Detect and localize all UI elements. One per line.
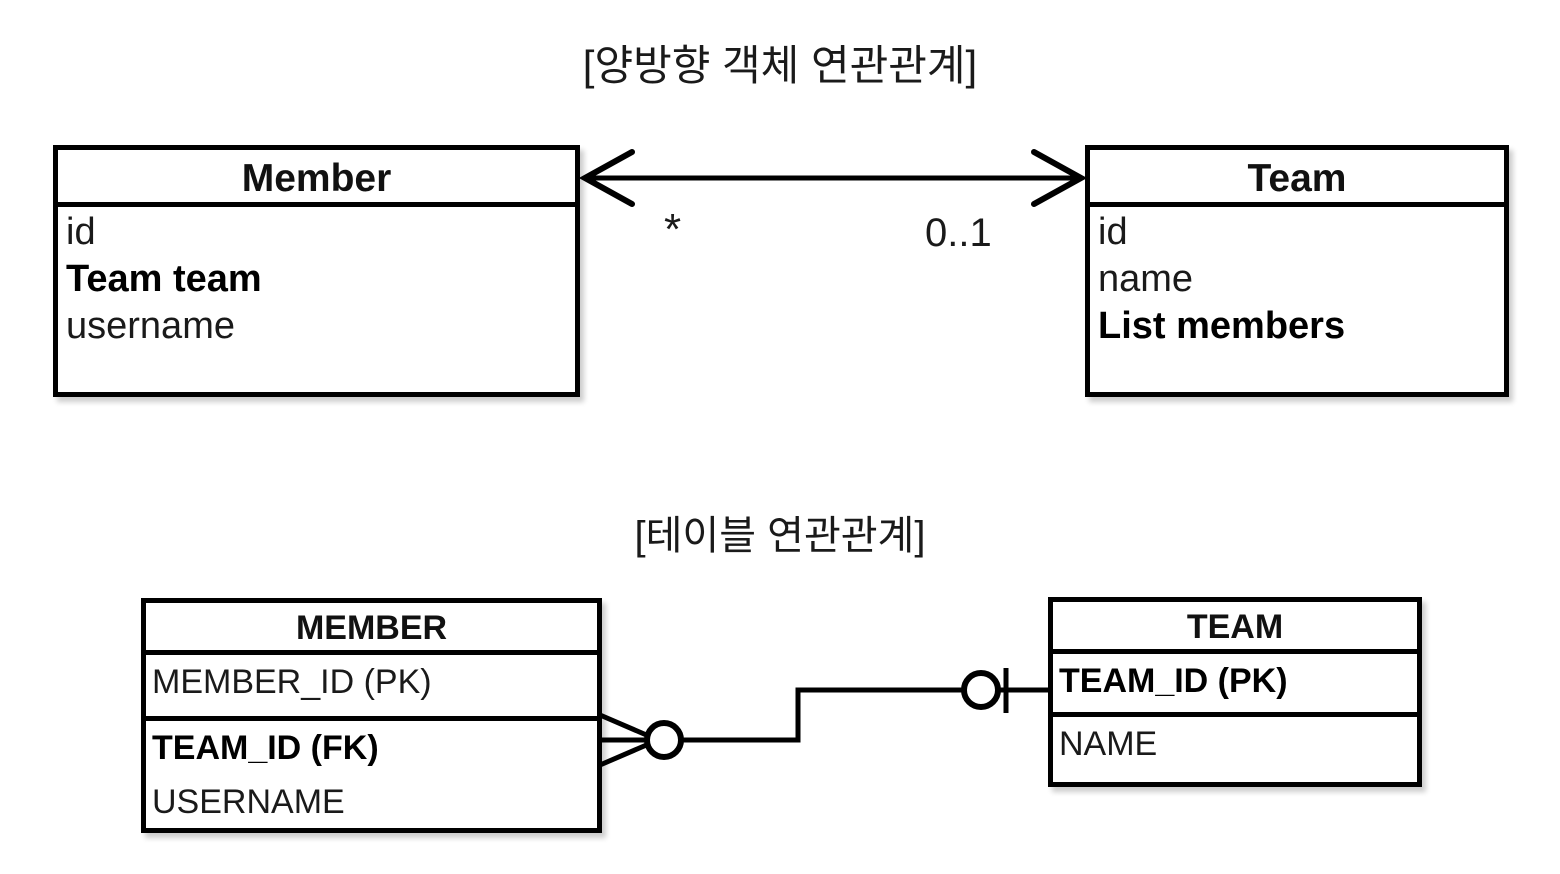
column-row: TEAM_ID (FK) bbox=[152, 729, 379, 767]
attribute-row: name bbox=[1098, 258, 1194, 300]
multiplicity-right-label: 0..1 bbox=[925, 211, 992, 255]
table-box-team: TEAM TEAM_ID (PK) NAME bbox=[1048, 597, 1422, 787]
table-box-member-key-compartment: MEMBER_ID (PK) bbox=[146, 655, 597, 721]
attribute-row: Team team bbox=[66, 258, 262, 300]
table-box-member-column-compartment: TEAM_ID (FK) USERNAME bbox=[146, 721, 597, 829]
multiplicity-left-label: * bbox=[664, 205, 682, 254]
attribute-row: List members bbox=[1098, 305, 1346, 347]
arrowhead-right-icon bbox=[1031, 149, 1088, 207]
crows-foot-upper-prong-icon bbox=[599, 712, 659, 743]
object-association-title: [양방향 객체 연관관계] bbox=[582, 42, 978, 89]
table-box-member: MEMBER MEMBER_ID (PK) TEAM_ID (FK) USERN… bbox=[141, 598, 602, 833]
optionality-circle-left-icon bbox=[644, 720, 684, 760]
table-box-team-title: TEAM bbox=[1053, 602, 1417, 654]
table-association-title: [테이블 연관관계] bbox=[634, 514, 926, 558]
crows-foot-lower-prong-icon bbox=[599, 737, 659, 768]
relationship-line bbox=[672, 687, 973, 743]
attribute-row: id bbox=[66, 211, 96, 253]
attribute-row: username bbox=[66, 305, 235, 347]
table-box-member-title: MEMBER bbox=[146, 603, 597, 655]
optionality-circle-right-icon bbox=[961, 670, 1001, 710]
class-box-member: Member id Team team username bbox=[53, 145, 580, 397]
class-box-member-title: Member bbox=[58, 150, 575, 207]
class-box-team: Team id name List members bbox=[1085, 145, 1509, 397]
table-box-team-column-compartment: NAME bbox=[1053, 717, 1417, 781]
table-box-team-key-compartment: TEAM_ID (PK) bbox=[1053, 654, 1417, 717]
column-row: NAME bbox=[1059, 725, 1158, 763]
column-row: USERNAME bbox=[152, 783, 345, 821]
attribute-row: id bbox=[1098, 211, 1128, 253]
class-box-team-attributes: id name List members bbox=[1090, 207, 1504, 350]
class-box-team-title: Team bbox=[1090, 150, 1504, 207]
arrowhead-left-icon bbox=[578, 149, 635, 207]
column-row: TEAM_ID (PK) bbox=[1059, 662, 1288, 700]
column-row: MEMBER_ID (PK) bbox=[152, 663, 432, 701]
class-box-member-attributes: id Team team username bbox=[58, 207, 575, 350]
